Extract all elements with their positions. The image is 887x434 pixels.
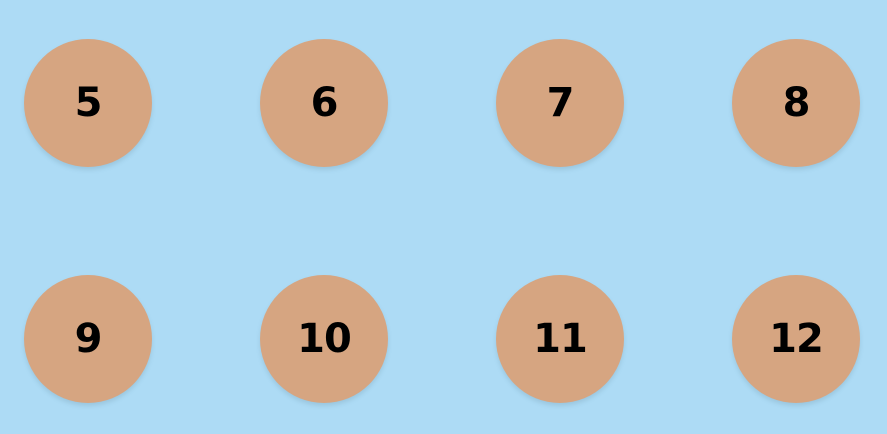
number-tile-9[interactable]: 9 bbox=[24, 275, 152, 403]
number-tile-10[interactable]: 10 bbox=[260, 275, 388, 403]
number-tile-5[interactable]: 5 bbox=[24, 39, 152, 167]
tile-label: 10 bbox=[297, 316, 352, 362]
tile-label: 12 bbox=[769, 316, 824, 362]
tile-label: 9 bbox=[74, 316, 103, 362]
tile-label: 7 bbox=[546, 80, 575, 126]
tile-label: 11 bbox=[533, 316, 588, 362]
number-tile-6[interactable]: 6 bbox=[260, 39, 388, 167]
number-tile-11[interactable]: 11 bbox=[496, 275, 624, 403]
tile-label: 8 bbox=[782, 80, 811, 126]
number-tile-8[interactable]: 8 bbox=[732, 39, 860, 167]
tile-label: 5 bbox=[74, 80, 103, 126]
number-tile-12[interactable]: 12 bbox=[732, 275, 860, 403]
tile-label: 6 bbox=[310, 80, 339, 126]
number-tile-7[interactable]: 7 bbox=[496, 39, 624, 167]
